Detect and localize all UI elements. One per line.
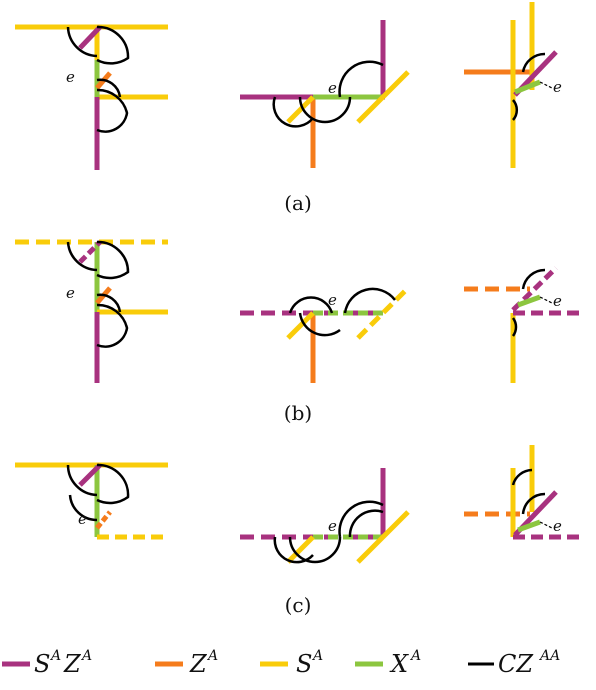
cz-arc (68, 494, 98, 522)
s-edge (356, 510, 410, 564)
panel-c-left: e (15, 462, 168, 540)
cz-arc (96, 88, 129, 133)
cz-arc (66, 464, 98, 497)
x-edge (514, 79, 541, 95)
legend-label-z-base: Z (189, 650, 208, 678)
legend-label-cz-base: CZ (498, 650, 534, 678)
sz-edge-dashed (511, 266, 558, 312)
edge-pointer (539, 521, 553, 529)
panel-a-left: e (15, 24, 168, 170)
cz-arc (521, 52, 546, 73)
edge-pointer (539, 81, 553, 89)
edge-label: e (78, 510, 87, 528)
edge-pointer (539, 296, 553, 304)
cz-arc (96, 463, 130, 505)
panel-c-right: e (464, 445, 582, 540)
edge-label: e (328, 79, 337, 97)
cz-arc (66, 26, 98, 58)
s-edge (286, 95, 315, 124)
legend-label-cz-sup: AA (538, 648, 560, 664)
legend-label-sz-base: S (34, 650, 50, 678)
caption-b: (b) (284, 401, 312, 425)
edge-label: e (553, 78, 562, 96)
legend: S A Z A Z A S A X A CZ AA (2, 648, 560, 678)
panel-a-middle: e (240, 20, 410, 168)
s-edge (286, 311, 315, 340)
edge-label: e (553, 517, 562, 535)
legend-label-x-sup: A (409, 648, 421, 664)
legend-label-s-base: S (296, 650, 312, 678)
legend-item-sz: S A Z A (2, 648, 92, 678)
legend-item-s: S A (260, 648, 323, 678)
cz-arc (96, 78, 122, 98)
s-edge-dashed (356, 286, 410, 340)
edge-label: e (328, 517, 337, 535)
cz-arc (273, 536, 314, 564)
panel-b-left: e (15, 239, 168, 383)
cz-arc (521, 492, 546, 515)
cz-arc (511, 317, 518, 337)
cz-arc (298, 312, 341, 337)
sz-edge (78, 25, 102, 50)
legend-label-sz-sup: A (49, 648, 61, 664)
cz-arc (512, 99, 518, 121)
cz-arc (288, 536, 342, 564)
caption-c: (c) (285, 593, 312, 617)
cz-arc (96, 303, 129, 348)
z-edge-dashed (95, 510, 112, 530)
edge-label: e (66, 284, 75, 302)
legend-item-z: Z A (155, 648, 218, 678)
legend-item-x: X A (355, 648, 421, 678)
cz-arc (298, 96, 352, 124)
edge-label: e (328, 291, 337, 309)
x-edge (517, 519, 541, 533)
edge-label: e (553, 292, 562, 310)
legend-item-cz: CZ AA (468, 648, 560, 678)
sz-edge-dashed (78, 240, 102, 264)
caption-a: (a) (284, 191, 312, 215)
cz-arc (348, 509, 384, 538)
cz-arc (272, 96, 314, 128)
legend-label-s-sup: A (311, 648, 323, 664)
s-edge (286, 535, 315, 564)
edge-label: e (66, 68, 75, 86)
sz-edge (78, 463, 102, 487)
cz-arc (511, 468, 533, 486)
cz-arc (96, 293, 122, 313)
cz-arc (521, 268, 546, 290)
cz-arc (338, 500, 384, 538)
cz-arc (343, 287, 396, 314)
cz-arc (288, 296, 334, 314)
legend-label-sz-sup2: A (80, 648, 92, 664)
panel-b-middle: e (240, 286, 410, 383)
panel-a-right: e (464, 2, 562, 168)
x-edge (517, 294, 541, 308)
cz-arc (338, 60, 384, 98)
panel-c-middle: e (240, 468, 410, 564)
panel-b-right: e (464, 266, 582, 383)
legend-label-x-base: X (389, 650, 409, 678)
cz-arc (66, 241, 98, 272)
legend-label-z-sup: A (206, 648, 218, 664)
legend-label-sz-base2: Z (63, 650, 82, 678)
cz-arc (96, 25, 130, 65)
cz-arc (96, 240, 130, 280)
s-edge (356, 70, 410, 124)
